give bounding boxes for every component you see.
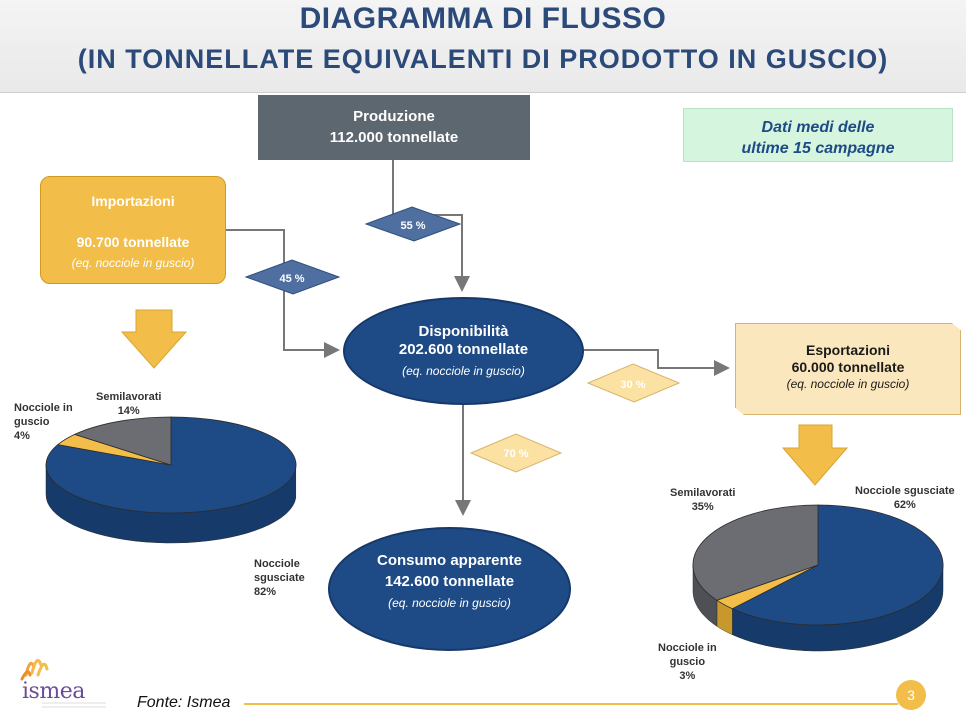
- esp-pie-slice-nocciole-sgusciate: [731, 504, 944, 626]
- pie-label-imp-guscio: Nocciole in guscio 4%: [14, 402, 73, 442]
- flow-diamond-produzione: [364, 206, 462, 242]
- produzione-label: Produzione: [353, 108, 435, 125]
- flow-pct-consumo: 70 %: [503, 448, 528, 460]
- produzione-value: 112.000 tonnellate: [329, 129, 459, 146]
- pie-label-esp-sgusciate: Nocciole sgusciate 62%: [855, 485, 955, 511]
- flow-pct-produzione: 55 %: [400, 220, 425, 232]
- down-arrow-importazioni: [120, 309, 188, 369]
- source-note: Fonte: Ismea: [137, 694, 231, 711]
- pie-label-imp-semilavorati: Semilavorati 14%: [96, 391, 162, 417]
- esportazioni-value: 60.000 tonnellate: [791, 359, 905, 375]
- node-produzione: Produzione 112.000 tonnellate: [258, 95, 530, 160]
- ismea-logo-icon: [20, 659, 106, 708]
- importazioni-value: 90.700 tonnellate: [76, 234, 190, 250]
- note-line1: Dati medi delle: [761, 119, 875, 136]
- imp-pie-slice-semilavorati: [73, 416, 172, 466]
- info-note: Dati medi delle ultime 15 campagne: [683, 108, 953, 162]
- flow-pct-importazioni: 45 %: [279, 273, 304, 285]
- esportazioni-label: Esportazioni: [805, 342, 890, 358]
- footer-rule: [244, 703, 898, 705]
- flow-diamond-esportazioni: [586, 363, 681, 403]
- importazioni-label: Importazioni: [91, 193, 175, 209]
- node-esportazioni: Esportazioni 60.000 tonnellate (eq. nocc…: [735, 323, 961, 415]
- pie-label-esp-semilavorati: Semilavorati 35%: [670, 487, 736, 513]
- consumo-label: Consumo apparente: [376, 552, 523, 569]
- consumo-value: 142.600 tonnellate: [384, 573, 515, 590]
- down-arrow-esportazioni: [781, 424, 849, 486]
- ismea-logo-text: ismea: [22, 679, 85, 704]
- flow-diamond-consumo: [469, 433, 563, 473]
- node-consumo: Consumo apparente 142.600 tonnellate (eq…: [328, 527, 571, 651]
- connector-esportazioni: [584, 349, 730, 376]
- consumo-sub: (eq. nocciole in guscio): [388, 596, 511, 610]
- flow-pct-esportazioni: 30 %: [620, 379, 645, 391]
- page-subtitle: (IN TONNELLATE EQUIVALENTI DI PRODOTTO I…: [77, 44, 889, 74]
- page-number: 3: [896, 680, 926, 710]
- esportazioni-sub: (eq. nocciole in guscio): [786, 377, 910, 391]
- disponibilita-sub: (eq. nocciole in guscio): [402, 364, 525, 378]
- disponibilita-value: 202.600 tonnellate: [398, 341, 529, 358]
- node-disponibilita: Disponibilità 202.600 tonnellate (eq. no…: [343, 297, 584, 405]
- flow-diamond-importazioni: [244, 259, 341, 295]
- page-title: DIAGRAMMA DI FLUSSO: [299, 2, 667, 35]
- pie-label-esp-guscio: Nocciole in guscio 3%: [658, 642, 717, 682]
- pie-label-imp-sgusciate: Nocciole sgusciate 82%: [254, 558, 305, 598]
- esp-pie-slice-semilavorati: [692, 504, 819, 601]
- header-band: DIAGRAMMA DI FLUSSO (IN TONNELLATE EQUIV…: [0, 0, 966, 93]
- node-importazioni: Importazioni 90.700 tonnellate (eq. nocc…: [40, 176, 226, 284]
- note-line2: ultime 15 campagne: [741, 140, 895, 157]
- disponibilita-label: Disponibilità: [418, 323, 509, 340]
- importazioni-sub: (eq. nocciole in guscio): [71, 256, 195, 270]
